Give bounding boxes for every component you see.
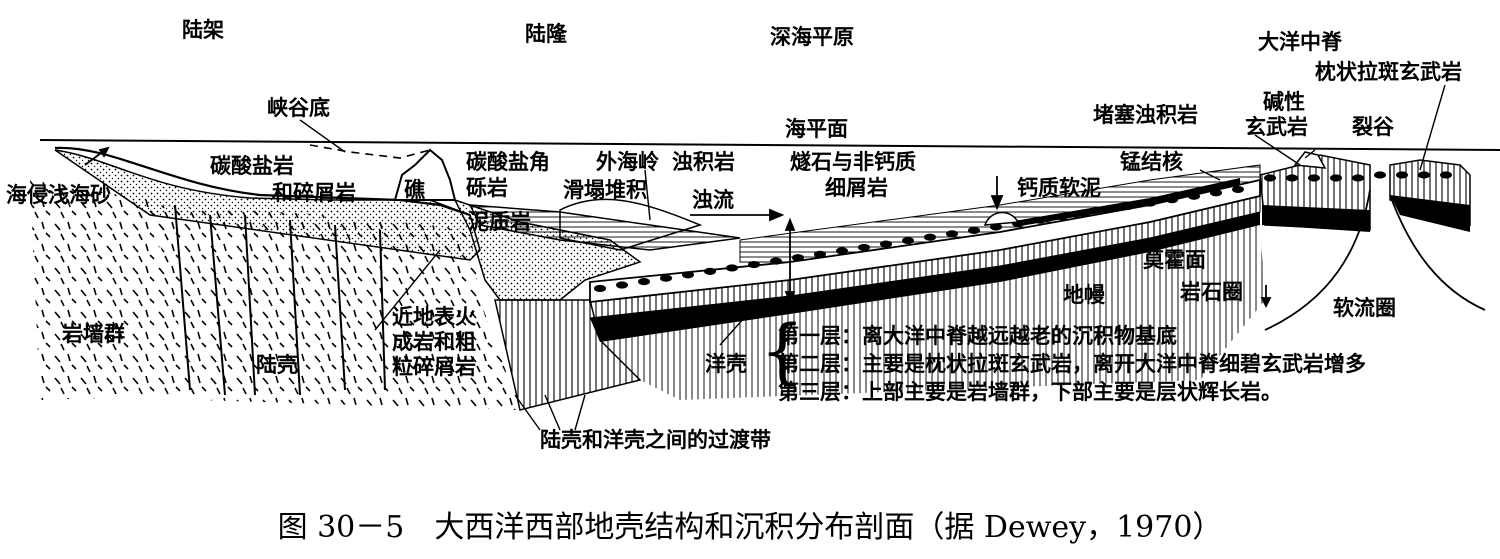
pillow-blob bbox=[1374, 171, 1386, 179]
label-turbidite: 浊积岩 bbox=[672, 150, 735, 174]
continental-crust-body bbox=[150, 205, 520, 410]
pillow-blob bbox=[660, 274, 672, 282]
outer-ridge bbox=[559, 198, 703, 251]
pillow-blob bbox=[682, 271, 694, 279]
oceanic-layer-3 bbox=[590, 212, 1260, 342]
label-carbonate-breccia-1: 碳酸盐角 bbox=[466, 150, 550, 174]
label-rift-valley: 裂谷 bbox=[1352, 115, 1394, 139]
label-calcareous-ooze: 钙质软泥 bbox=[1017, 176, 1101, 200]
label-transition-zone: 陆壳和洋壳之间的过渡带 bbox=[540, 428, 771, 452]
label-outer-ridge: 外海岭 bbox=[596, 150, 659, 174]
rise-layers bbox=[468, 204, 741, 251]
pillow-blob bbox=[638, 278, 650, 286]
pillow-blob bbox=[726, 264, 738, 272]
pillow-blob bbox=[1232, 185, 1244, 194]
shelf-surface-line bbox=[54, 146, 471, 217]
ridge-block-right-dark bbox=[1390, 195, 1470, 232]
dark-sediment-strip bbox=[1020, 178, 1240, 226]
label-lithosphere: 岩石圈 bbox=[1180, 280, 1243, 304]
label-volcanic-3: 粒碎屑岩 bbox=[392, 355, 476, 379]
label-shelf: 陆架 bbox=[182, 18, 224, 42]
label-mantle: 地幔 bbox=[1063, 283, 1105, 307]
label-chert-1: 燧石与非钙质 bbox=[790, 150, 916, 174]
label-plugged-turbidite: 堵塞浊积岩 bbox=[1093, 103, 1198, 127]
label-manganese-nodule: 锰结核 bbox=[1120, 150, 1183, 174]
label-asthenosphere: 软流圈 bbox=[1333, 296, 1396, 320]
label-sea-level: 海平面 bbox=[785, 117, 848, 141]
label-rise: 陆隆 bbox=[525, 22, 567, 46]
figure-caption: 图 30－5 大西洋西部地壳结构和沉积分布剖面（据 Dewey，1970） bbox=[277, 510, 1223, 545]
ooze-bump bbox=[983, 211, 1020, 226]
label-ridge: 大洋中脊 bbox=[1258, 30, 1342, 54]
pillow-blob bbox=[748, 260, 760, 269]
label-coastal-sand: 海侵浅海砂 bbox=[6, 183, 111, 207]
leader-lines bbox=[299, 84, 1446, 431]
label-continental-crust: 陆壳 bbox=[256, 353, 298, 377]
label-slump-deposit: 滑塌堆积 bbox=[563, 178, 647, 202]
label-dike-swarm: 岩墙群 bbox=[62, 322, 125, 346]
layers-brace: { bbox=[760, 310, 805, 392]
pillow-blob bbox=[616, 281, 628, 289]
alkali-basalt-seamount bbox=[1293, 151, 1327, 169]
label-canyon-floor: 峡谷底 bbox=[267, 96, 330, 120]
label-layer1: 第一层：离大洋中脊越远越老的沉积物基底 bbox=[778, 324, 1177, 348]
label-and-clastic: 和碎屑岩 bbox=[272, 181, 356, 205]
canyon-dash bbox=[309, 144, 431, 159]
label-volcanic-1: 近地表火 bbox=[392, 305, 476, 329]
sea-level-line bbox=[39, 139, 1500, 151]
label-abyssal-plain: 深海平原 bbox=[770, 25, 854, 49]
label-moho: 莫霍面 bbox=[1143, 248, 1206, 272]
label-alkali-basalt-2: 玄武岩 bbox=[1245, 115, 1308, 139]
label-volcanic-2: 成岩和粗 bbox=[392, 330, 476, 354]
crust-section-diagram bbox=[30, 84, 1500, 431]
label-mudstone: 泥质岩 bbox=[468, 210, 531, 234]
annotation-arrows bbox=[84, 146, 1272, 309]
label-layer3: 第三层：上部主要是岩墙群，下部主要是层状辉长岩。 bbox=[778, 380, 1282, 404]
label-alkali-basalt-1: 碱性 bbox=[1263, 90, 1305, 114]
label-oceanic-crust: 洋壳 bbox=[705, 352, 747, 376]
ridge-block-left-dark bbox=[1262, 205, 1370, 232]
rift-arcs bbox=[1264, 189, 1486, 331]
label-carbonate-breccia-2: 砾岩 bbox=[466, 176, 508, 200]
basement-texture bbox=[30, 180, 200, 400]
label-pillow-basalt: 枕状拉斑玄武岩 bbox=[1315, 60, 1462, 84]
mantle-hatch bbox=[600, 225, 1265, 400]
reef-shape bbox=[393, 148, 457, 201]
label-reef: 礁 bbox=[404, 178, 425, 202]
label-carbonate-rock: 碳酸盐岩 bbox=[210, 154, 294, 178]
label-turbidity-current: 浊流 bbox=[692, 188, 734, 212]
label-layer2: 第二层：主要是枕状拉斑玄武岩，离开大洋中脊细碧玄武岩增多 bbox=[778, 352, 1366, 376]
pillow-blob bbox=[594, 284, 606, 293]
pillow-blob bbox=[704, 267, 716, 275]
dike-lines bbox=[174, 204, 386, 396]
label-chert-2: 细屑岩 bbox=[825, 176, 888, 200]
